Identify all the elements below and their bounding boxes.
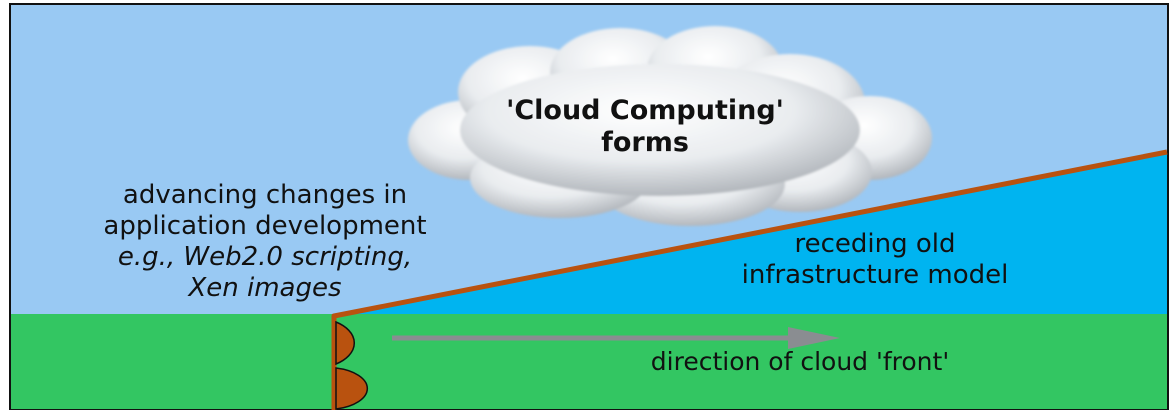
cloud-label-line-2: forms [601,127,689,158]
ground-area [11,314,1167,409]
cloud-front-direction-label: direction of cloud 'front' [650,347,950,376]
advancing-label-line-4: Xen images [188,273,342,303]
arrow-right-icon [392,327,840,349]
cloud-front-line [331,149,1168,410]
advancing-label-line-3: e.g., Web2.0 scripting, [117,242,413,272]
semicircle-marker-icon [335,320,356,366]
receding-label-line-1: receding old [794,229,956,259]
advancing-label-line-1: advancing changes in [122,180,408,210]
receding-label-line-2: infrastructure model [741,260,1009,290]
cloud-icon [408,26,932,226]
cloud-label-line-1: 'Cloud Computing' [506,95,784,126]
advancing-label-line-2: application development [103,211,427,241]
advancing-changes-label: advancing changes in application develop… [10,180,520,304]
cloud-computing-label: 'Cloud Computing' forms [480,95,810,159]
semicircle-marker-icon [335,367,368,410]
receding-infrastructure-label: receding old infrastructure model [690,229,1060,291]
